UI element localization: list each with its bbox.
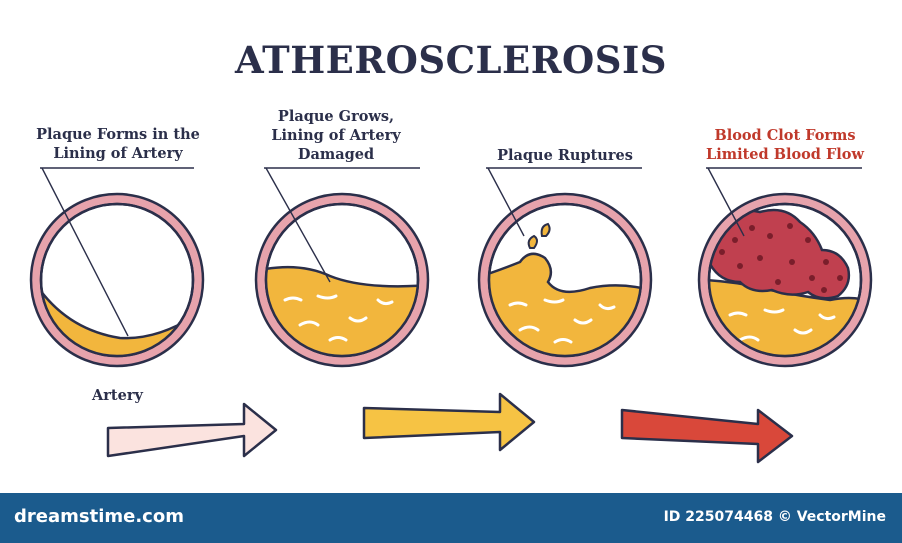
stage-1-label: Plaque Forms in the Lining of Artery (18, 125, 218, 163)
stage-2-label: Plaque Grows, Lining of Artery Damaged (248, 107, 424, 164)
artery-stage-4 (697, 167, 873, 368)
progress-arrow-2 (362, 392, 536, 452)
stage-4-label-line-2: Limited Blood Flow (706, 146, 864, 163)
progress-arrow-3 (620, 408, 794, 464)
footer-image-id: ID 225074468 © VectorMine (663, 509, 886, 525)
atherosclerosis-diagram (29, 167, 873, 464)
artery-label: Artery (92, 387, 143, 404)
callout-line (487, 167, 525, 237)
stage-1-label-line-2: Lining of Artery (53, 145, 183, 162)
stage-1-label-line-1: Plaque Forms in the (36, 126, 200, 143)
stage-2-label-line-1: Plaque Grows, (277, 108, 395, 125)
stage-4-label: Blood Clot Forms Limited Blood Flow (700, 126, 870, 164)
stage-3-label: Plaque Ruptures (480, 146, 650, 165)
callout-line (265, 167, 331, 283)
stage-2-label-line-3: Damaged (297, 146, 375, 163)
artery-stage-2 (254, 167, 430, 368)
progress-arrow-1 (106, 402, 278, 458)
artery-stage-3 (477, 167, 653, 368)
callout-line (707, 167, 745, 237)
callout-line (41, 167, 129, 337)
diagram-title: ATHEROSCLEROSIS (235, 38, 667, 82)
stage-4-label-line-1: Blood Clot Forms (714, 127, 856, 144)
footer-bar: dreamstime.com ID 225074468 © VectorMine (0, 493, 902, 543)
stage-3-label-line-1: Plaque Ruptures (497, 147, 633, 164)
artery-stage-1 (29, 167, 205, 368)
stage-2-label-line-2: Lining of Artery (271, 127, 401, 144)
footer-brand[interactable]: dreamstime.com (14, 506, 184, 527)
